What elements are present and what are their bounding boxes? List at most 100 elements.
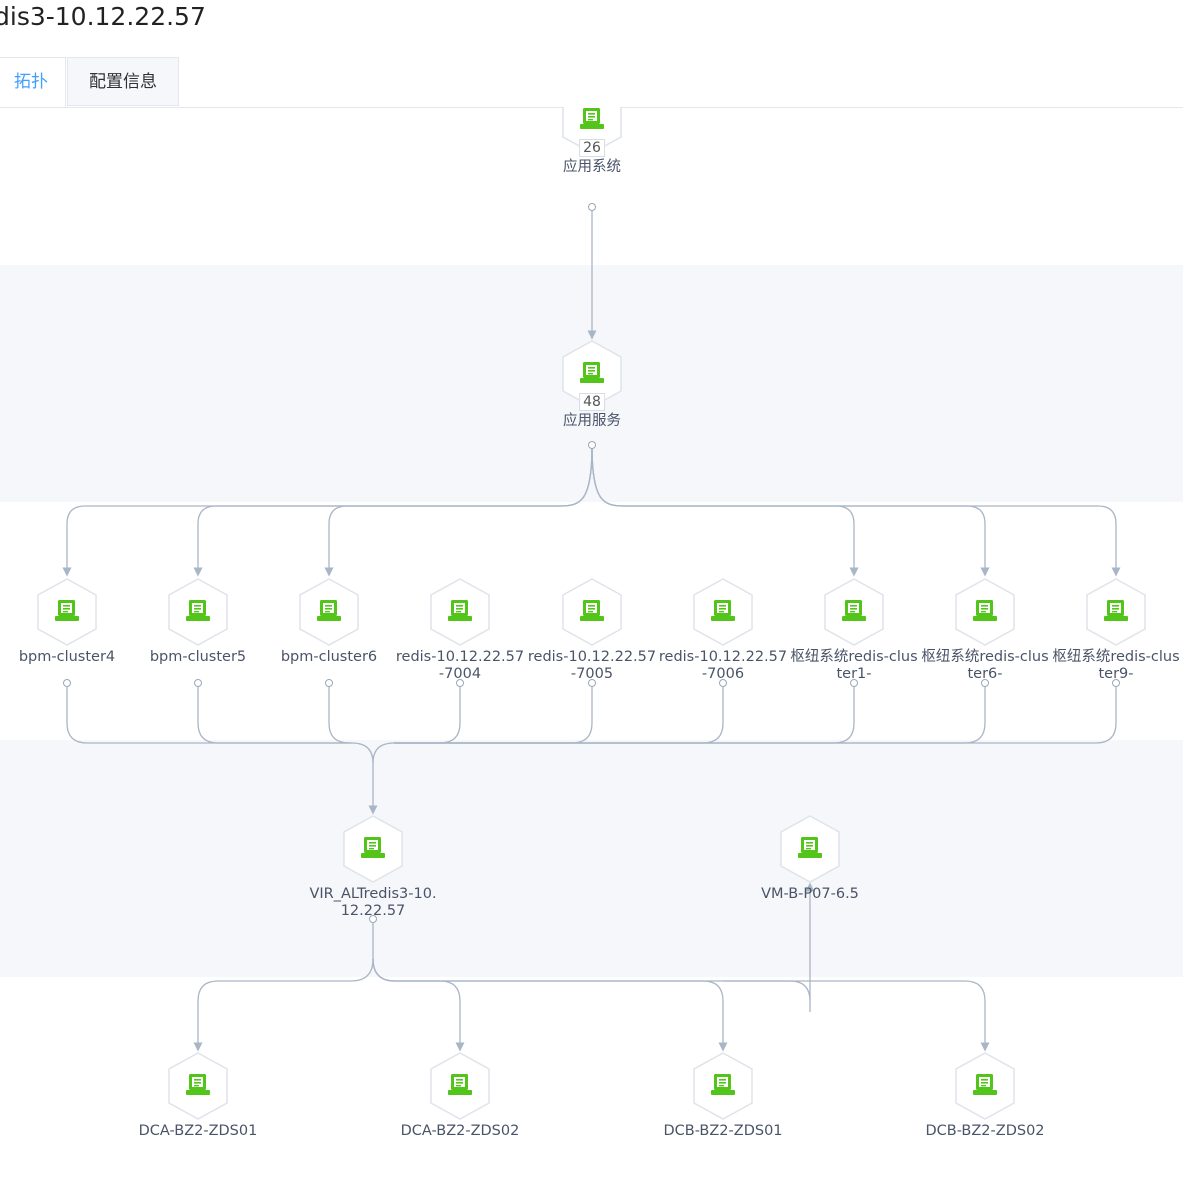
node-port[interactable] [63, 679, 71, 687]
node-label: 应用系统 [563, 159, 621, 175]
node-label: bpm-cluster6 [280, 649, 378, 665]
edge [394, 687, 986, 744]
node-hub-cluster1[interactable]: 枢纽系统redis-cluster1- [789, 577, 919, 683]
node-shape [430, 578, 490, 646]
server-icon [711, 1074, 735, 1095]
node-vir-altredis3[interactable]: VIR_ALTredis3-10.12.22.57 [308, 814, 438, 920]
layer-band [0, 740, 1183, 977]
server-icon [1104, 600, 1128, 621]
node-label: DCB-BZ2-ZDS02 [925, 1123, 1045, 1139]
node-label: DCB-BZ2-ZDS01 [663, 1123, 783, 1139]
node-shape [168, 1052, 228, 1120]
node-port[interactable] [456, 679, 464, 687]
tab-topology[interactable]: 拓扑 [0, 57, 66, 107]
node-bpm-cluster5[interactable]: bpm-cluster5 [133, 577, 263, 666]
edge [193, 446, 593, 577]
edge [372, 958, 990, 1052]
node-port[interactable] [325, 679, 333, 687]
node-label: VM-B-P07-6.5 [761, 886, 859, 902]
node-port[interactable] [850, 679, 858, 687]
node-shape [693, 578, 753, 646]
node-shape [299, 578, 359, 646]
server-icon [798, 837, 822, 858]
node-port[interactable] [1112, 679, 1120, 687]
edge-layer [62, 210, 1121, 1052]
server-icon [448, 1074, 472, 1095]
node-shape [693, 1052, 753, 1120]
node-shape [562, 340, 622, 408]
edge [394, 687, 855, 744]
edge [394, 687, 593, 744]
node-label: DCA-BZ2-ZDS02 [400, 1123, 520, 1139]
node-bpm-cluster6[interactable]: bpm-cluster6 [264, 577, 394, 666]
edge [328, 687, 350, 744]
node-count-badge: 48 [579, 393, 605, 411]
topology-canvas[interactable]: 26 应用系统 48 应用服务 bpm-cluster4 bpm-cluster5 bpm-… [0, 107, 1183, 1182]
tab-bar: 拓扑 配置信息 [0, 57, 1183, 108]
tab-config-info[interactable]: 配置信息 [67, 57, 179, 106]
node-port[interactable] [194, 679, 202, 687]
node-shape [955, 578, 1015, 646]
server-icon [580, 600, 604, 621]
node-label: redis-10.12.22.57-7005 [527, 649, 657, 682]
server-icon [186, 1074, 210, 1095]
edge [324, 446, 593, 577]
node-label: bpm-cluster5 [149, 649, 247, 665]
edge [394, 687, 1117, 744]
node-label: bpm-cluster4 [18, 649, 116, 665]
node-vm-b-p07[interactable]: VM-B-P07-6.5 [745, 814, 875, 903]
node-shape [430, 1052, 490, 1120]
node-dca-zds01[interactable]: DCA-BZ2-ZDS01 [133, 1051, 263, 1140]
edge [372, 958, 728, 1052]
edge [591, 446, 1121, 577]
node-hub-cluster6[interactable]: 枢纽系统redis-cluster6- [920, 577, 1050, 683]
page-title: dis3-10.12.22.57 [0, 2, 206, 31]
node-redis-7005[interactable]: redis-10.12.22.57-7005 [527, 577, 657, 683]
node-port[interactable] [981, 679, 989, 687]
node-dcb-zds02[interactable]: DCB-BZ2-ZDS02 [920, 1051, 1050, 1140]
node-hub-cluster9[interactable]: 枢纽系统redis-cluster9- [1051, 577, 1181, 683]
edge [66, 687, 378, 815]
node-dcb-zds01[interactable]: DCB-BZ2-ZDS01 [658, 1051, 788, 1140]
node-shape [780, 815, 840, 883]
node-bpm-cluster4[interactable]: bpm-cluster4 [2, 577, 132, 666]
server-icon [55, 600, 79, 621]
node-shape [562, 578, 622, 646]
node-shape [824, 578, 884, 646]
node-label: 枢纽系统redis-cluster1- [790, 649, 918, 682]
node-label: redis-10.12.22.57-7006 [658, 649, 788, 682]
node-port[interactable] [588, 203, 596, 211]
edge [197, 687, 352, 744]
server-icon [842, 600, 866, 621]
server-icon [973, 600, 997, 621]
node-label: DCA-BZ2-ZDS01 [138, 1123, 258, 1139]
edge [723, 882, 815, 1012]
node-redis-7004[interactable]: redis-10.12.22.57-7004 [395, 577, 525, 683]
node-shape [168, 578, 228, 646]
node-port[interactable] [588, 679, 596, 687]
node-port[interactable] [719, 679, 727, 687]
node-shape [1086, 578, 1146, 646]
node-app-system[interactable]: 26 应用系统 [527, 107, 657, 176]
edge [591, 446, 859, 577]
node-port[interactable] [588, 441, 596, 449]
edge [394, 687, 724, 744]
node-redis-7006[interactable]: redis-10.12.22.57-7006 [658, 577, 788, 683]
node-label: 枢纽系统redis-cluster9- [1052, 649, 1180, 682]
node-shape [343, 815, 403, 883]
edge [193, 923, 374, 1052]
server-icon [973, 1074, 997, 1095]
node-label: VIR_ALTredis3-10.12.22.57 [309, 886, 437, 919]
node-app-service[interactable]: 48 应用服务 [527, 339, 657, 430]
server-icon [580, 108, 604, 129]
node-dca-zds02[interactable]: DCA-BZ2-ZDS02 [395, 1051, 525, 1140]
node-shape [37, 578, 97, 646]
server-icon [361, 837, 385, 858]
node-port[interactable] [369, 915, 377, 923]
node-label: redis-10.12.22.57-7004 [395, 649, 525, 682]
server-icon [448, 600, 472, 621]
node-label: 应用服务 [563, 413, 621, 429]
edge [372, 687, 461, 764]
node-shape [955, 1052, 1015, 1120]
node-count-badge: 26 [579, 139, 605, 157]
